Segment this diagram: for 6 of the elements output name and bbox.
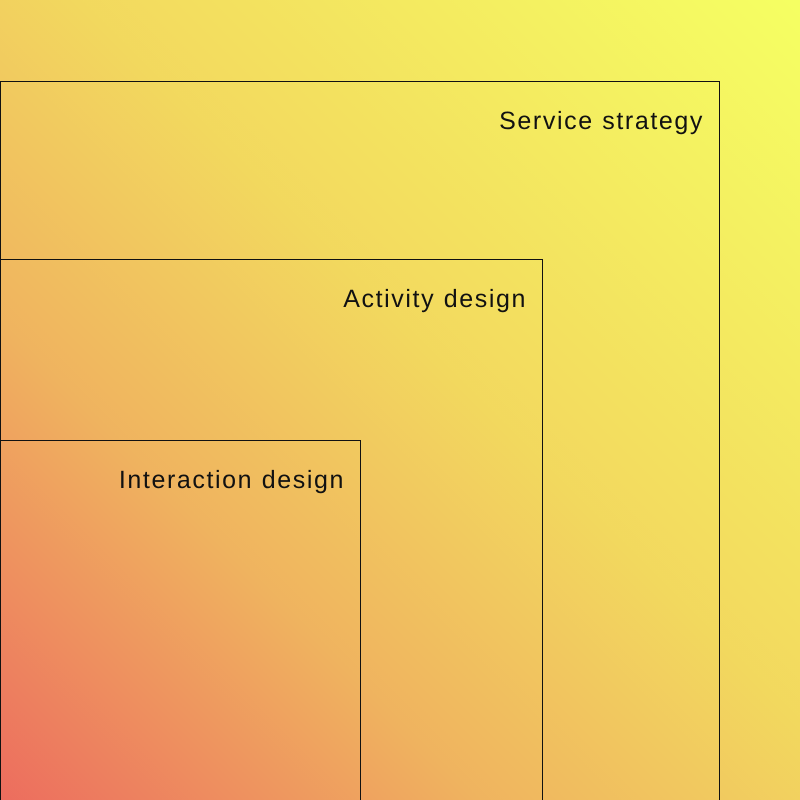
- layer-box: [0, 81, 720, 800]
- layer-box: [0, 259, 543, 800]
- layer-label: Activity design: [343, 284, 527, 314]
- layer-label: Service strategy: [499, 106, 704, 136]
- layer-label: Interaction design: [118, 465, 345, 495]
- layer-box: [0, 440, 361, 800]
